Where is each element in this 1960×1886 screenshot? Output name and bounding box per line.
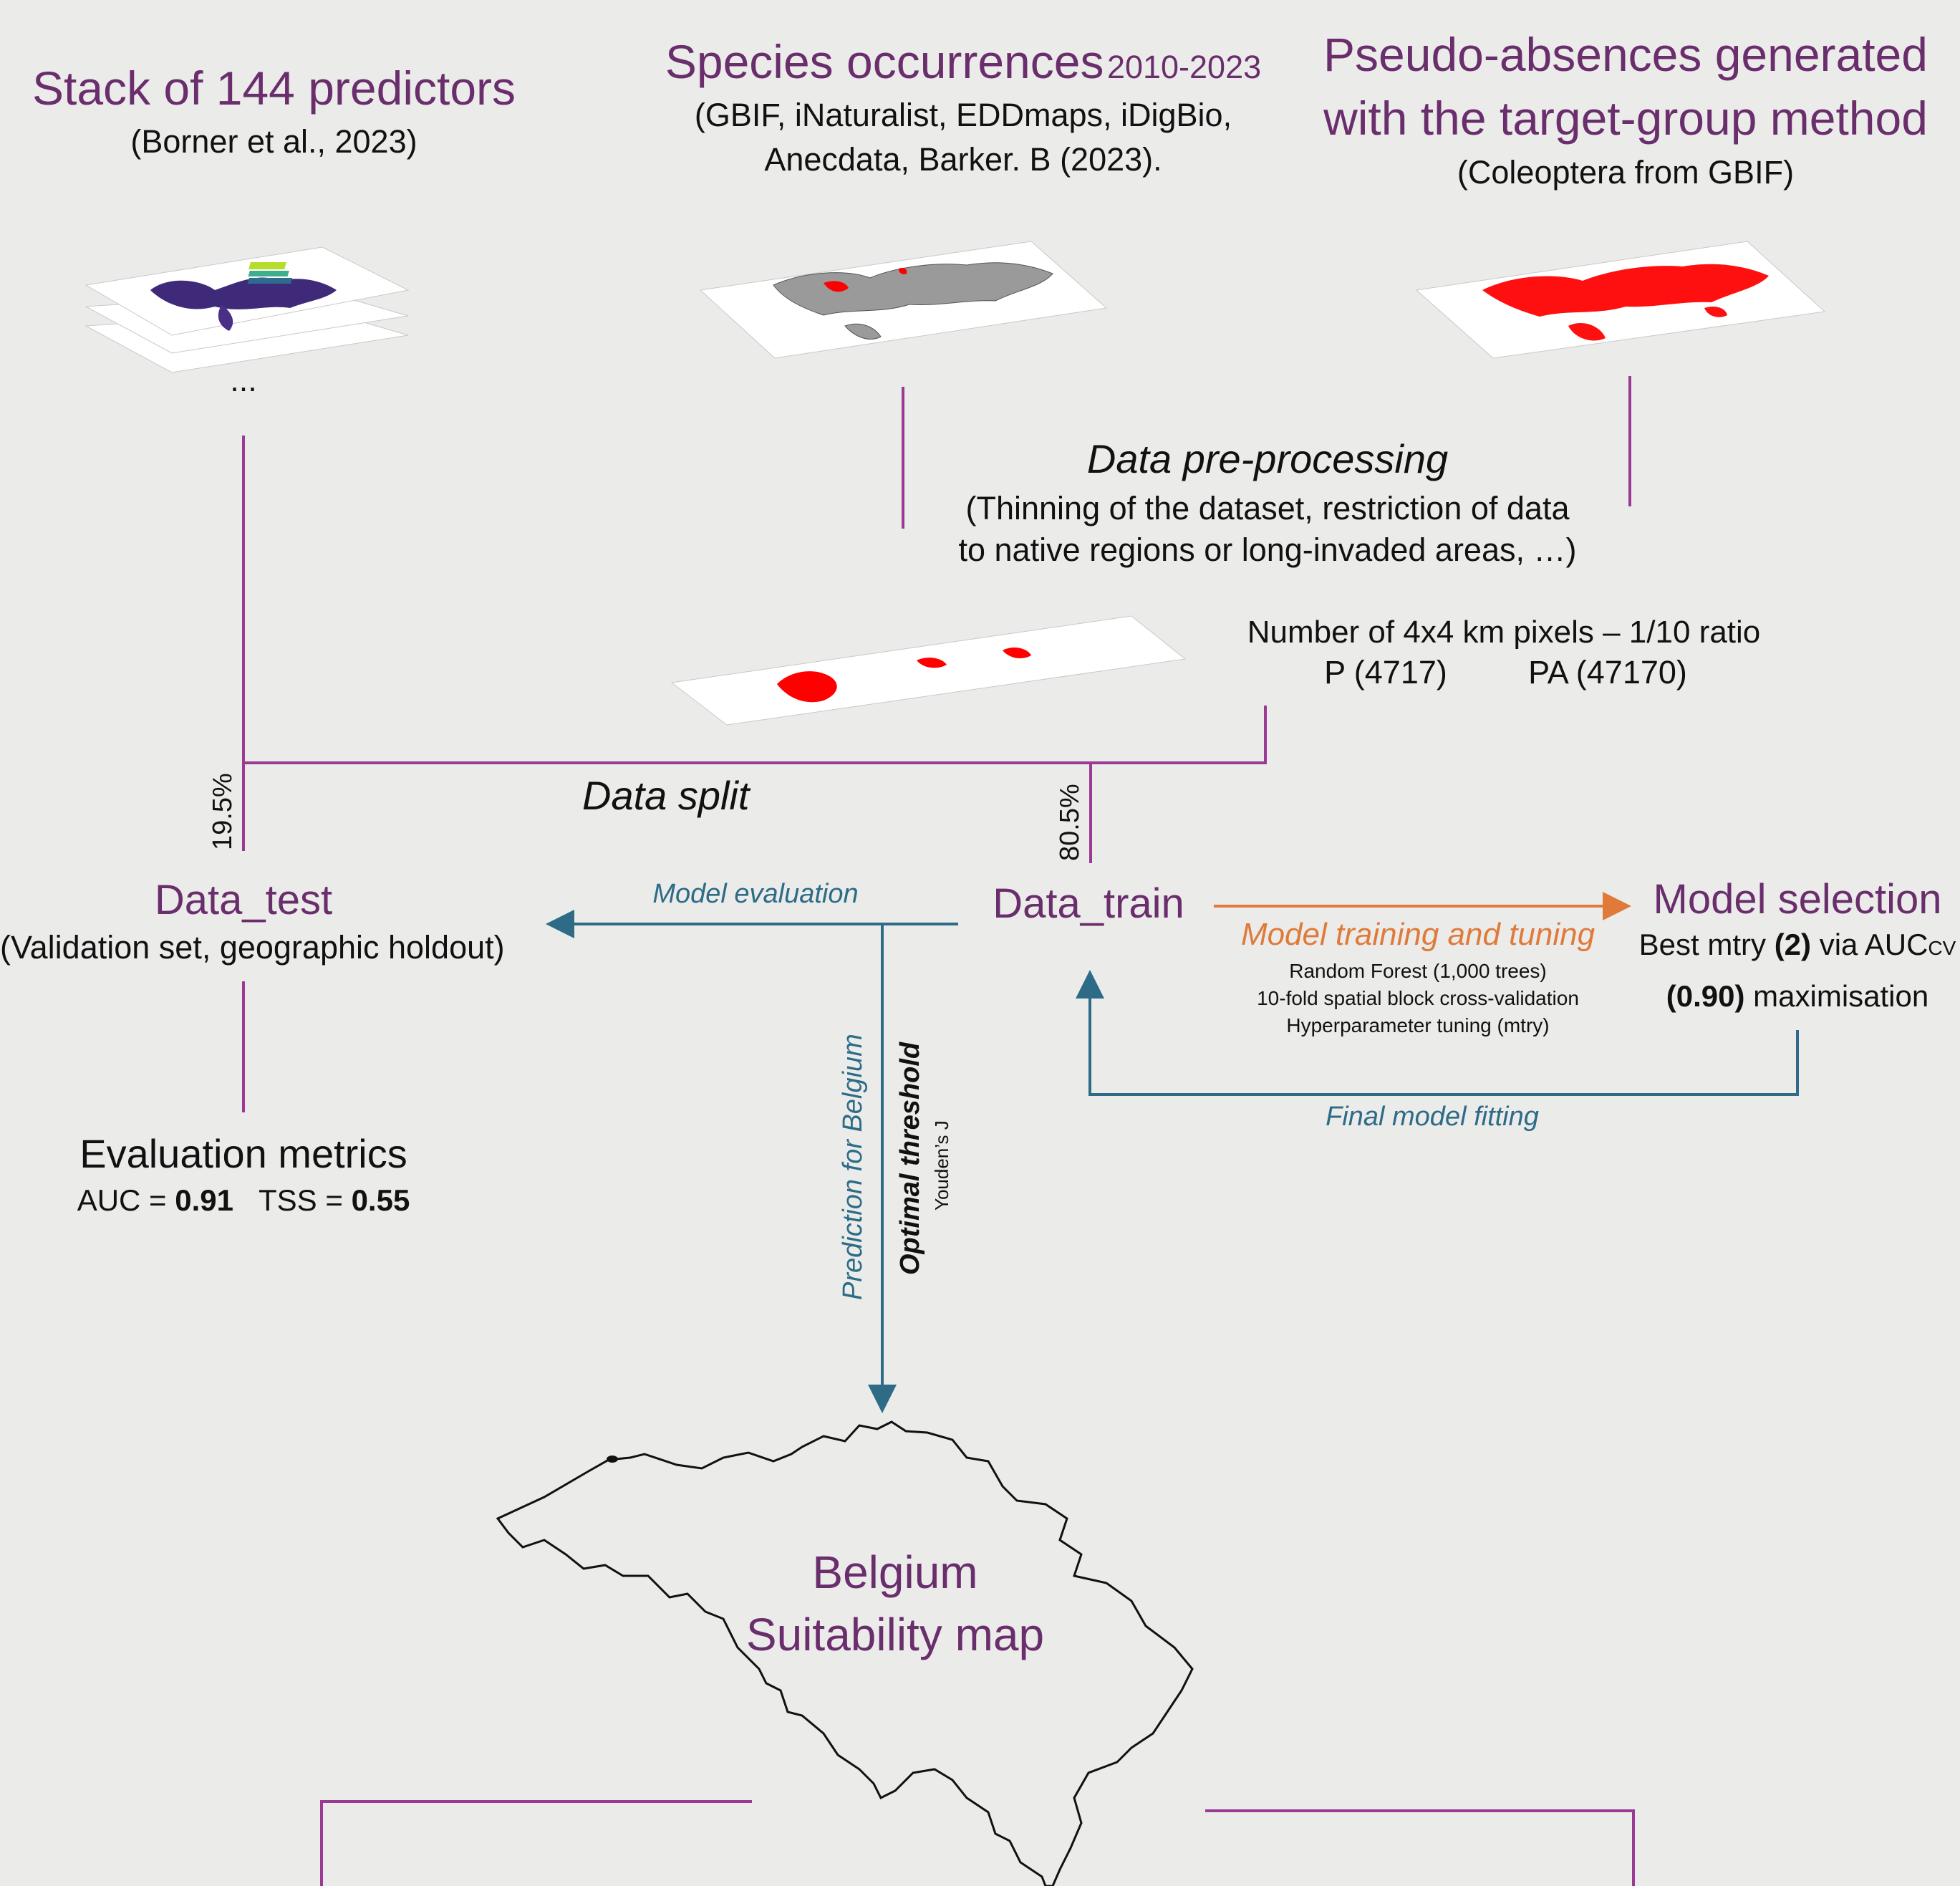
final-model-fitting-arrow (1076, 970, 1799, 1096)
prediction-label: Prediction for Belgium (838, 1034, 868, 1300)
model-selection-line2: (0.90) maximisation (1626, 979, 1960, 1014)
pseudo-absence-map-image (1415, 241, 1826, 359)
pseudo-absences-source: (Coleoptera from GBIF) (1457, 154, 1795, 191)
training-line3: Hyperparameter tuning (mtry) (1286, 1014, 1550, 1036)
preprocessing-title: Data pre-processing (1086, 436, 1449, 481)
auc-label: AUC = (77, 1183, 175, 1217)
split-connector (243, 706, 1267, 764)
threshold-title: Optimal threshold (895, 1041, 925, 1275)
model-selection-maximisation: maximisation (1744, 979, 1929, 1013)
preprocessed-map-image (670, 615, 1187, 726)
model-selection-mtry-value: (2) (1774, 928, 1812, 961)
model-selection-title: Model selection (1653, 876, 1942, 923)
test-percentage: 19.5% (208, 773, 238, 850)
model-selection-auc-subscript: CV (1928, 937, 1956, 959)
model-selection-auc-value: (0.90) (1666, 979, 1745, 1013)
bottom-left-connector (320, 1800, 752, 1886)
pseudo-absences-title-line2: with the target-group method (1323, 92, 1928, 145)
predictors-citation: (Borner et al., 2023) (130, 123, 417, 160)
model-selection-via-auc: via AUC (1811, 928, 1928, 961)
predictors-ellipsis: ... (230, 362, 257, 398)
auc-value: 0.91 (175, 1183, 233, 1217)
training-title: Model training and tuning (1240, 917, 1595, 952)
occurrences-years: 2010-2023 (1106, 49, 1262, 85)
occurrences-heading: Species occurrences 2010-2023 (594, 34, 1332, 89)
belgium-title-line2: Suitability map (745, 1609, 1045, 1660)
data-test-detail: (Validation set, geographic holdout) (0, 929, 505, 966)
training-line1: Random Forest (1,000 trees) (1289, 960, 1547, 982)
metrics-title: Evaluation metrics (79, 1131, 407, 1176)
model-selection-best-mtry-label: Best mtry (1638, 928, 1775, 961)
model-selection-line1: Best mtry (2) via AUCCV (1626, 928, 1960, 962)
data-test-title: Data_test (154, 877, 333, 923)
threshold-method: Youden’s J (931, 1120, 952, 1211)
belgium-outline (496, 1420, 1194, 1886)
tss-label: TSS = (259, 1183, 352, 1217)
pixels-pseudo-absence: PA (47170) (1528, 654, 1687, 691)
occurrences-sources-line2: Anecdata, Barker. B (2023). (764, 141, 1162, 178)
train-percentage: 80.5% (1055, 784, 1085, 861)
data-train-title: Data_train (993, 880, 1184, 927)
predictor-stack-image (85, 246, 410, 373)
bottom-right-connector (1205, 1809, 1635, 1886)
tss-value: 0.55 (351, 1183, 410, 1217)
belgium-title-line1: Belgium (812, 1546, 978, 1598)
pixels-presence: P (4717) (1324, 654, 1447, 691)
pixels-title: Number of 4x4 km pixels – 1/10 ratio (1247, 615, 1761, 650)
occurrences-map-image (699, 241, 1108, 359)
pseudo-absences-title-line1: Pseudo-absences generated (1323, 28, 1928, 81)
preprocessing-detail-line1: (Thinning of the dataset, restriction of… (965, 490, 1570, 526)
predictors-title: Stack of 144 predictors (32, 62, 516, 115)
data-split-label: Data split (582, 773, 750, 818)
occurrences-sources-line1: (GBIF, iNaturalist, EDDmaps, iDigBio, (694, 97, 1232, 133)
metrics-values: AUC = 0.91 TSS = 0.55 (29, 1183, 458, 1218)
training-line2: 10-fold spatial block cross-validation (1257, 987, 1579, 1009)
occurrences-title: Species occurrences (665, 35, 1104, 88)
preprocessing-detail-line2: to native regions or long-invaded areas,… (958, 531, 1577, 568)
final-model-fitting-label: Final model fitting (1326, 1102, 1539, 1132)
coast-marker (607, 1456, 618, 1463)
model-evaluation-label: Model evaluation (652, 879, 859, 909)
